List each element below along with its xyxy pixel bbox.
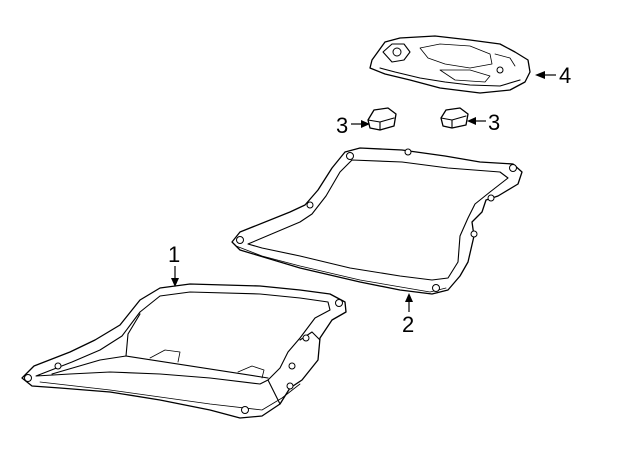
callout-3-right: 3	[467, 110, 500, 135]
callout-2: 2	[402, 293, 414, 337]
callout-3-right-arrow	[467, 117, 476, 125]
callout-4-label: 4	[559, 63, 571, 88]
callout-4-arrow	[535, 71, 545, 79]
callout-3-left: 3	[336, 113, 370, 138]
callout-3-right-label: 3	[488, 110, 500, 135]
part-4-filter	[369, 35, 531, 94]
callout-1: 1	[168, 242, 180, 287]
part-3-grommet-left	[367, 107, 397, 131]
part-3-grommet-right	[440, 107, 469, 129]
callout-1-label: 1	[168, 242, 180, 267]
callout-3-left-arrow	[361, 120, 370, 128]
callout-4: 4	[535, 63, 571, 88]
callout-1-arrow	[171, 278, 179, 287]
part-2-gasket	[231, 147, 523, 295]
part-1-oil-pan	[21, 283, 347, 419]
callout-2-label: 2	[402, 312, 414, 337]
callout-3-left-label: 3	[336, 113, 348, 138]
callout-2-arrow	[405, 293, 413, 302]
